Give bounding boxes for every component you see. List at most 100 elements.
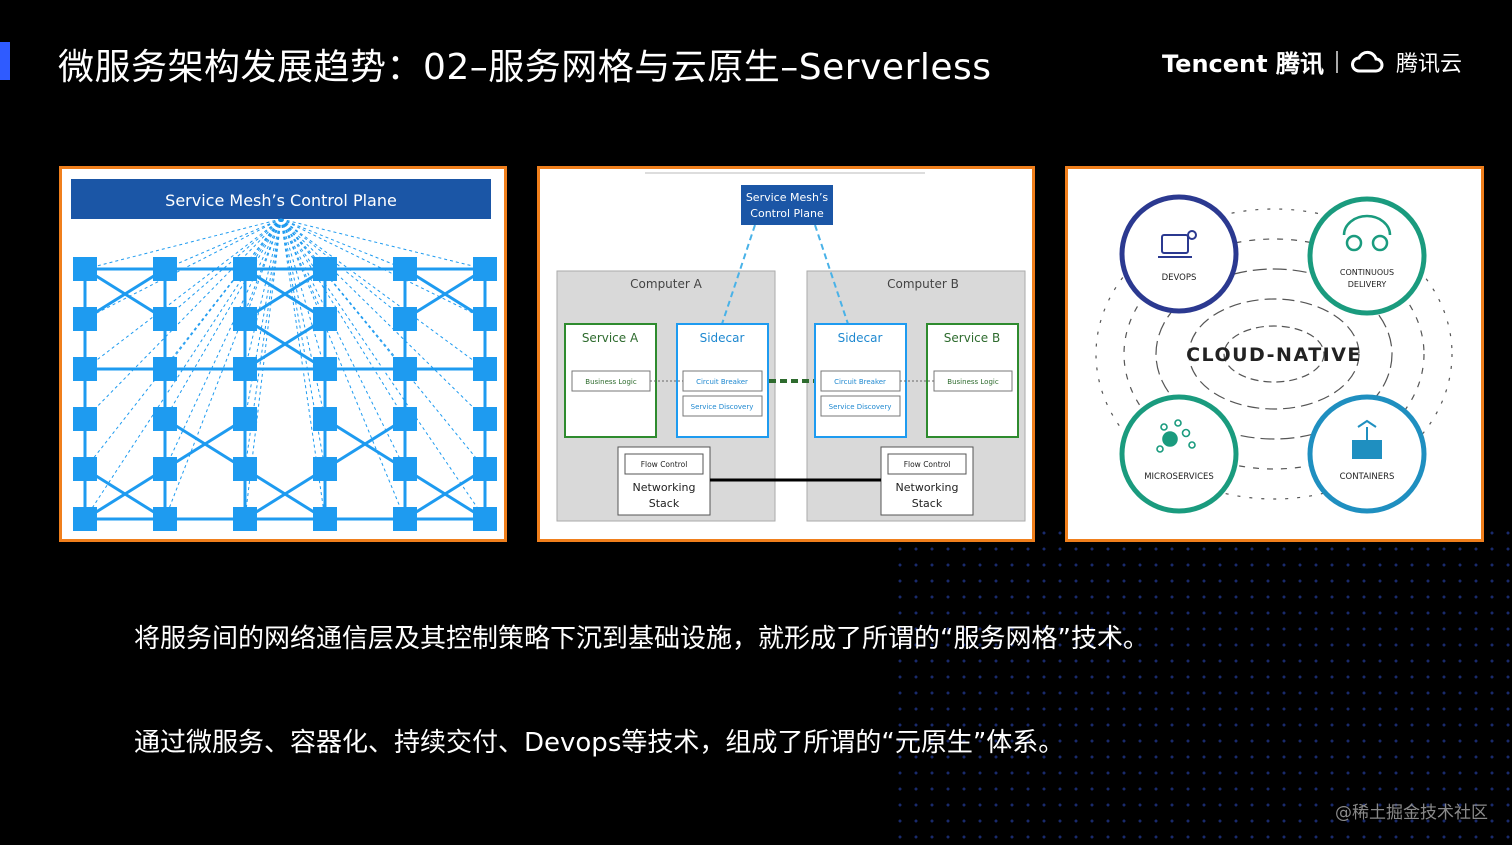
- microservices-label: MICROSERVICES: [1144, 472, 1214, 482]
- mesh-node: [73, 357, 97, 381]
- mesh-node: [153, 307, 177, 331]
- stack-b-label: Stack: [912, 497, 943, 510]
- mesh-node: [153, 357, 177, 381]
- microservices-circle: [1119, 394, 1239, 514]
- mesh-node: [153, 457, 177, 481]
- mesh-ray: [164, 218, 282, 320]
- mesh-link: [324, 417, 406, 471]
- caption-service-mesh: 将服务间的网络通信层及其控制策略下沉到基础设施，就形成了所谓的“服务网格”技术。: [134, 624, 1149, 654]
- mesh-ray: [244, 218, 282, 270]
- mesh-node: [313, 307, 337, 331]
- mesh-node: [473, 307, 497, 331]
- mesh-ray: [84, 218, 282, 270]
- mesh-node: [313, 357, 337, 381]
- flow-control-b: [887, 453, 967, 475]
- mesh-ray: [280, 218, 486, 320]
- mesh-node: [233, 507, 257, 531]
- title-accent-bar: [0, 42, 10, 80]
- devops-icon: [1158, 230, 1197, 258]
- continuous-delivery-circle: [1307, 196, 1427, 316]
- sidecar-graphic: Computer A Computer B Service Mesh’s Con…: [556, 172, 1026, 522]
- mesh-link: [404, 267, 486, 321]
- mesh-node: [393, 407, 417, 431]
- mesh-ray: [280, 218, 486, 270]
- mesh-node: [393, 507, 417, 531]
- mesh-node: [233, 257, 257, 281]
- mesh-node: [153, 257, 177, 281]
- flow-control-a-label: Flow Control: [641, 460, 688, 469]
- mesh-node: [473, 507, 497, 531]
- mesh-node: [233, 407, 257, 431]
- mesh-node: [313, 507, 337, 531]
- mesh-node: [473, 407, 497, 431]
- computer-b-label: Computer B: [887, 277, 959, 291]
- mesh-link: [244, 317, 326, 371]
- service-discovery-a: [682, 395, 763, 417]
- cloud-native-graphic: CLOUD-NATIVE DEVOPS CONTINUOUS DELIVERY …: [1095, 194, 1453, 514]
- circuit-breaker-a-label: Circuit Breaker: [696, 378, 748, 386]
- mesh-node: [73, 407, 97, 431]
- slide-title: 微服务架构发展趋势：02–服务网格与云原生–Serverless: [58, 47, 992, 88]
- control-plane-heading-bar: [71, 179, 491, 219]
- container-crane-icon: [1352, 419, 1382, 459]
- mesh-node: [73, 457, 97, 481]
- mesh-node: [233, 357, 257, 381]
- flow-control-a: [624, 453, 704, 475]
- tencent-logo: Tencent 腾讯: [1162, 50, 1324, 78]
- continuous-delivery-line2: DELIVERY: [1348, 280, 1387, 289]
- mesh-ray: [280, 218, 406, 270]
- networking-a-label: Networking: [633, 481, 696, 494]
- caption-cloud-native: 通过微服务、容器化、持续交付、Devops等技术，组成了所谓的“元原生”体系。: [134, 728, 1065, 758]
- brand-divider: [1335, 50, 1338, 73]
- mesh-node: [233, 457, 257, 481]
- mesh-ray: [84, 218, 282, 370]
- orbit-rings: [1095, 208, 1453, 500]
- continuous-delivery-line1: CONTINUOUS: [1340, 268, 1394, 277]
- service-a-label: Service A: [582, 331, 639, 345]
- tencent-cloud-name: 腾讯云: [1395, 51, 1462, 77]
- mesh-ray: [280, 218, 326, 370]
- service-discovery-b-label: Service Discovery: [829, 403, 892, 411]
- tencent-cloud-icon: [1350, 50, 1384, 72]
- devops-label: DEVOPS: [1162, 273, 1197, 283]
- control-plane-line1: Service Mesh’s: [746, 191, 829, 204]
- service-discovery-a-label: Service Discovery: [691, 403, 754, 411]
- mesh-node: [153, 507, 177, 531]
- control-plane-heading: Service Mesh’s Control Plane: [165, 191, 397, 210]
- mesh-ray: [280, 218, 406, 470]
- circuit-breaker-b-label: Circuit Breaker: [834, 378, 886, 386]
- mesh-ray: [84, 218, 282, 420]
- mesh-node: [393, 357, 417, 381]
- mesh-node: [473, 457, 497, 481]
- stack-a-label: Stack: [649, 497, 680, 510]
- mesh-grid-graphic: Service Mesh’s Control Plane: [71, 179, 497, 531]
- networking-b-label: Networking: [896, 481, 959, 494]
- business-logic-b-label: Business Logic: [947, 378, 999, 386]
- mesh-ray: [164, 218, 282, 420]
- service-mesh-grid-diagram: Service Mesh’s Control Plane: [59, 166, 507, 542]
- mesh-node: [393, 457, 417, 481]
- mesh-ray: [84, 218, 282, 470]
- mesh-node: [473, 357, 497, 381]
- dot-pattern-background: [892, 525, 1512, 845]
- mesh-ray: [280, 218, 486, 420]
- mesh-link: [244, 267, 326, 321]
- mesh-node: [473, 257, 497, 281]
- mesh-link: [84, 467, 166, 521]
- cloud-native-diagram: CLOUD-NATIVE DEVOPS CONTINUOUS DELIVERY …: [1065, 166, 1484, 542]
- flow-control-b-label: Flow Control: [904, 460, 951, 469]
- mesh-node: [393, 257, 417, 281]
- control-plane-line2: Control Plane: [750, 207, 824, 220]
- brand-logos: Tencent 腾讯 腾讯云: [1162, 44, 1462, 79]
- control-link-a: [721, 224, 756, 325]
- service-discovery-b: [820, 395, 901, 417]
- mesh-ray: [244, 218, 282, 470]
- service-b-label: Service B: [944, 331, 1000, 345]
- mesh-node: [313, 407, 337, 431]
- containers-label: CONTAINERS: [1340, 472, 1395, 482]
- microservices-icon: [1156, 419, 1196, 453]
- mesh-link: [404, 467, 486, 521]
- mesh-nodes: [73, 257, 497, 531]
- sidecar-a-label: Sidecar: [700, 331, 745, 345]
- mesh-node: [313, 457, 337, 481]
